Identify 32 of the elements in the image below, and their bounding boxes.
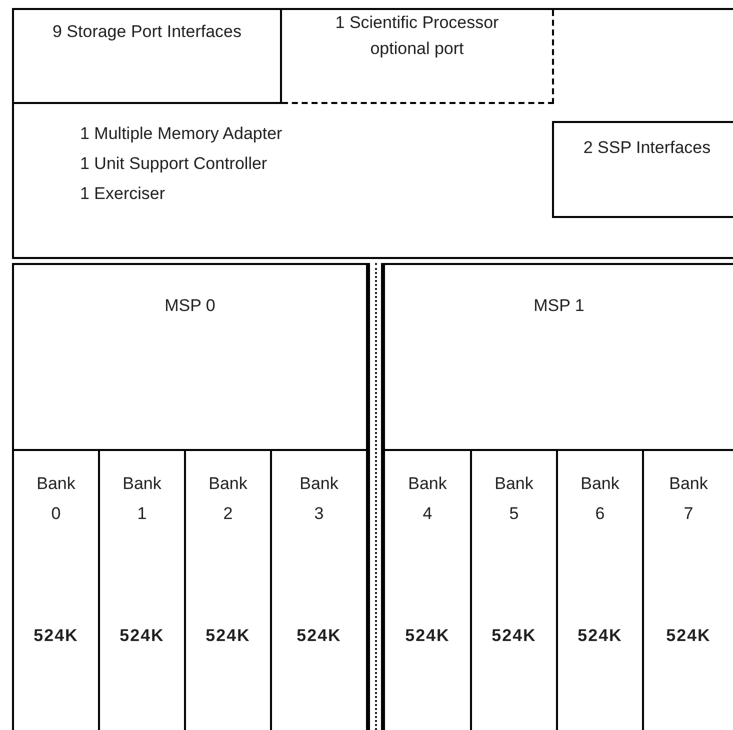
label-text: 9 Storage Port Interfaces: [52, 21, 242, 43]
optional-port-box: [282, 10, 554, 104]
label-text: 1 Multiple Memory Adapter: [80, 123, 282, 145]
label-text: 524K: [492, 625, 536, 647]
label-text: 524K: [666, 625, 711, 647]
interface-box: [14, 10, 282, 104]
label-text: 1 Unit Support Controller: [80, 153, 268, 175]
label-text: 524K: [206, 625, 250, 647]
label-text: Bank 3: [298, 473, 340, 525]
label-text: 524K: [578, 625, 622, 647]
label-text: MSP 1: [534, 295, 584, 317]
memory-bank: [270, 449, 368, 730]
processor-box: [12, 263, 368, 451]
label-text: MSP 0: [164, 295, 216, 317]
label-text: 524K: [120, 625, 164, 647]
label-text: optional port: [370, 38, 464, 60]
interface-box: [552, 121, 733, 218]
processor-box: [383, 263, 733, 451]
control-section: [12, 8, 733, 259]
label-text: Bank 1: [122, 473, 162, 525]
label-text: Bank 6: [580, 473, 620, 525]
label-text: 524K: [34, 625, 78, 647]
label-text: 1 Scientific Processor: [335, 12, 499, 34]
label-text: 1 Exerciser: [80, 183, 166, 205]
label-text: Bank 7: [668, 473, 709, 525]
label-text: Bank 0: [36, 473, 76, 525]
label-text: 524K: [296, 625, 342, 647]
label-text: Bank 4: [407, 473, 448, 525]
label-text: Bank 2: [208, 473, 248, 525]
label-text: Bank 5: [494, 473, 534, 525]
label-text: 524K: [405, 625, 450, 647]
label-text: 2 SSP Interfaces: [582, 137, 712, 159]
